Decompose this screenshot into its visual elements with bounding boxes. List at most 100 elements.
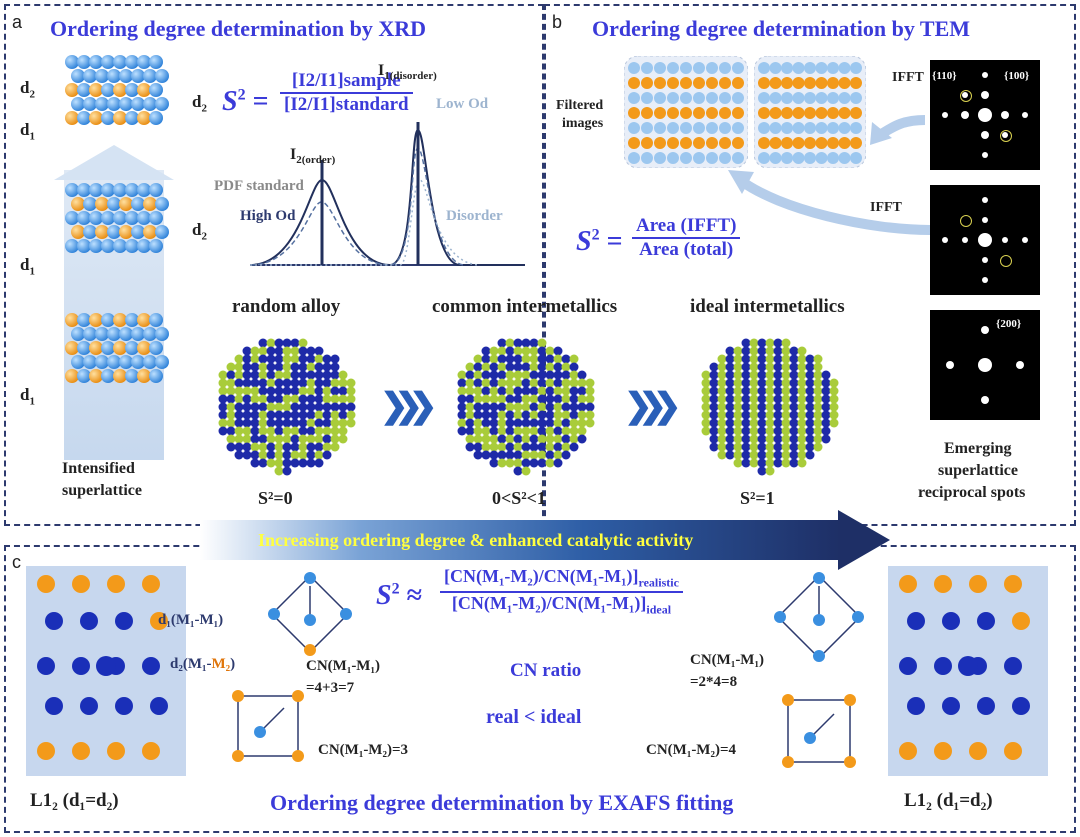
nanoparticle-atom — [821, 410, 831, 420]
lattice-atom — [850, 77, 862, 89]
nanoparticle-atom — [226, 434, 236, 444]
nanoparticle-atom — [545, 458, 555, 468]
lattice-atom — [641, 92, 653, 104]
cell-atom — [907, 697, 925, 715]
nanoparticle-atom — [757, 442, 767, 452]
superlattice-spot-ring — [1000, 130, 1012, 142]
nanoparticle-atom — [218, 370, 228, 380]
nanoparticle-atom — [717, 418, 727, 428]
nanoparticle-atom — [282, 346, 292, 356]
nanoparticle-atom — [274, 354, 284, 364]
nanoparticle-atom — [789, 426, 799, 436]
nanoparticle-atom — [781, 426, 791, 436]
nanoparticle-atom — [553, 410, 563, 420]
nanoparticle-atom — [489, 426, 499, 436]
cell-atom — [899, 575, 917, 593]
nanoparticle-atom — [765, 466, 775, 476]
nanoparticle-atom — [789, 370, 799, 380]
lattice-atom — [838, 77, 851, 89]
lattice-atom — [667, 77, 679, 89]
cn-m1m2-right: CN(M₁-M₂)=4 — [646, 742, 737, 758]
lattice-atom — [769, 137, 782, 149]
s2-ideal: S²=1 — [740, 488, 775, 508]
nanoparticle-atom — [497, 426, 507, 436]
lattice-atom — [706, 92, 718, 104]
nanoparticle-atom — [521, 450, 531, 460]
superlattice-spot-ring — [960, 90, 972, 102]
atom — [77, 111, 91, 125]
nanoparticle-atom — [314, 442, 324, 452]
nanoparticle-atom — [513, 442, 523, 452]
nanoparticle-atom — [250, 402, 260, 412]
nanoparticle-atom — [489, 386, 499, 396]
nanoparticle-atom — [813, 386, 823, 396]
atom — [113, 211, 127, 225]
nanoparticle-atom — [741, 338, 751, 348]
nanoparticle-atom — [330, 402, 340, 412]
nanoparticle-atom — [741, 418, 751, 428]
atom — [137, 111, 151, 125]
atom — [89, 239, 103, 253]
atom — [149, 111, 163, 125]
nanoparticle-atom — [765, 346, 775, 356]
lattice-atom — [792, 107, 805, 119]
nanoparticle-atom — [282, 450, 292, 460]
cell-atom — [37, 742, 55, 760]
diffraction-spot — [982, 197, 988, 203]
nanoparticle-atom — [797, 418, 807, 428]
atom — [113, 313, 127, 327]
nanoparticle-atom — [725, 378, 735, 388]
nanoparticle-atom — [226, 386, 236, 396]
nanoparticle-atom — [497, 458, 507, 468]
atom — [89, 111, 103, 125]
nanoparticle-atom — [725, 402, 735, 412]
lattice-atom — [850, 137, 862, 149]
nanoparticle-atom — [805, 410, 815, 420]
nanoparticle-atom — [298, 434, 308, 444]
nanoparticle-atom — [757, 394, 767, 404]
lattice-atom — [693, 137, 705, 149]
lattice-atom — [850, 122, 862, 134]
lattice-atom — [732, 62, 744, 74]
nanoparticle-atom — [741, 346, 751, 356]
nanoparticle-atom — [505, 394, 515, 404]
atom — [113, 111, 127, 125]
nanoparticle-atom — [529, 458, 539, 468]
nanoparticle-atom — [250, 442, 260, 452]
nanoparticle-atom — [306, 418, 316, 428]
nanoparticle-atom — [258, 442, 268, 452]
nanoparticle-atom — [513, 466, 523, 476]
atom — [83, 327, 97, 341]
nanoparticle-atom — [489, 378, 499, 388]
nanoparticle-atom — [473, 410, 483, 420]
lattice-atom — [680, 107, 692, 119]
nanoparticle-atom — [473, 386, 483, 396]
nanoparticle-atom — [497, 442, 507, 452]
nanoparticle-atom — [282, 434, 292, 444]
nanoparticle-atom — [322, 370, 332, 380]
nanoparticle-atom — [709, 370, 719, 380]
atom — [131, 197, 145, 211]
atom — [143, 225, 157, 239]
lattice-atom — [815, 137, 828, 149]
d1-label-left-top: d1 — [20, 120, 35, 143]
nanoparticle-atom — [701, 418, 711, 428]
cell-atom — [942, 612, 960, 630]
nanoparticle-atom — [821, 426, 831, 436]
nanoparticle-atom — [505, 386, 515, 396]
nanoparticle-atom — [773, 402, 783, 412]
nanoparticle-atom — [513, 338, 523, 348]
cell-atom — [107, 575, 125, 593]
nanoparticle-atom — [338, 402, 348, 412]
nanoparticle-atom — [521, 458, 531, 468]
nanoparticle-atom — [569, 442, 579, 452]
motif-m1m2-left — [232, 690, 304, 762]
nanoparticle-atom — [797, 394, 807, 404]
atom — [101, 211, 115, 225]
l12-cell-left — [26, 566, 186, 776]
nanoparticle-atom — [805, 370, 815, 380]
nanoparticle-atom — [489, 362, 499, 372]
nanoparticle-atom — [561, 418, 571, 428]
nanoparticle-atom — [585, 418, 595, 428]
nanoparticle-atom — [545, 386, 555, 396]
